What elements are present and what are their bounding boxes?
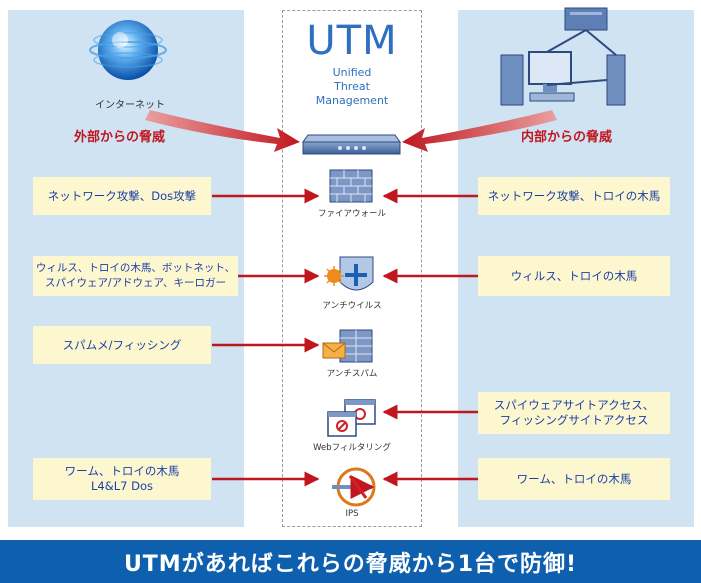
internal-threat-heading: 内部からの脅威 xyxy=(521,130,613,145)
internal-threat-worm: ワーム、トロイの木馬 xyxy=(478,458,670,500)
antivirus-icon xyxy=(324,256,374,291)
utm-title: UTM xyxy=(306,18,398,64)
bottom-banner: UTMがあればこれらの脅威から1台で防御! xyxy=(0,540,701,583)
firewall-icon xyxy=(329,169,373,203)
external-threat-heading: 外部からの脅威 xyxy=(74,130,166,145)
internal-threat-virus: ウィルス、トロイの木馬 xyxy=(478,256,670,296)
internet-label: インターネット xyxy=(95,100,165,111)
web-filtering-label: Webフィルタリング xyxy=(313,443,391,453)
ips-icon xyxy=(332,467,376,507)
external-threat-arrow xyxy=(145,110,300,152)
antispam-label: アンチスパム xyxy=(326,369,378,379)
external-threat-network: ネットワーク攻撃、Dos攻撃 xyxy=(33,177,211,215)
firewall-label: ファイアウォール xyxy=(317,209,386,219)
internet-globe-icon xyxy=(89,20,167,80)
internal-threat-arrow xyxy=(402,110,557,152)
antivirus-label: アンチウイルス xyxy=(322,301,382,311)
ips-label: IPS xyxy=(345,509,359,519)
threat-arrows xyxy=(212,188,478,487)
external-threat-virus: ウィルス、トロイの木馬、ボットネット、 スパイウェア/アドウェア、キーロガー xyxy=(33,256,238,296)
internal-threat-network: ネットワーク攻撃、トロイの木馬 xyxy=(478,177,670,215)
antispam-icon xyxy=(322,329,373,363)
external-threat-worm: ワーム、トロイの木馬 L4&L7 Dos xyxy=(33,458,211,500)
utm-device-icon xyxy=(302,134,401,155)
web-filtering-icon xyxy=(327,399,376,437)
utm-subtitle: Unified Threat Management xyxy=(315,66,389,107)
internal-threat-spyware-sites: スパイウェアサイトアクセス、 フィッシングサイトアクセス xyxy=(478,392,670,434)
external-threat-spam: スパムメ/フィッシング xyxy=(33,326,211,364)
computers-icon xyxy=(500,7,626,106)
